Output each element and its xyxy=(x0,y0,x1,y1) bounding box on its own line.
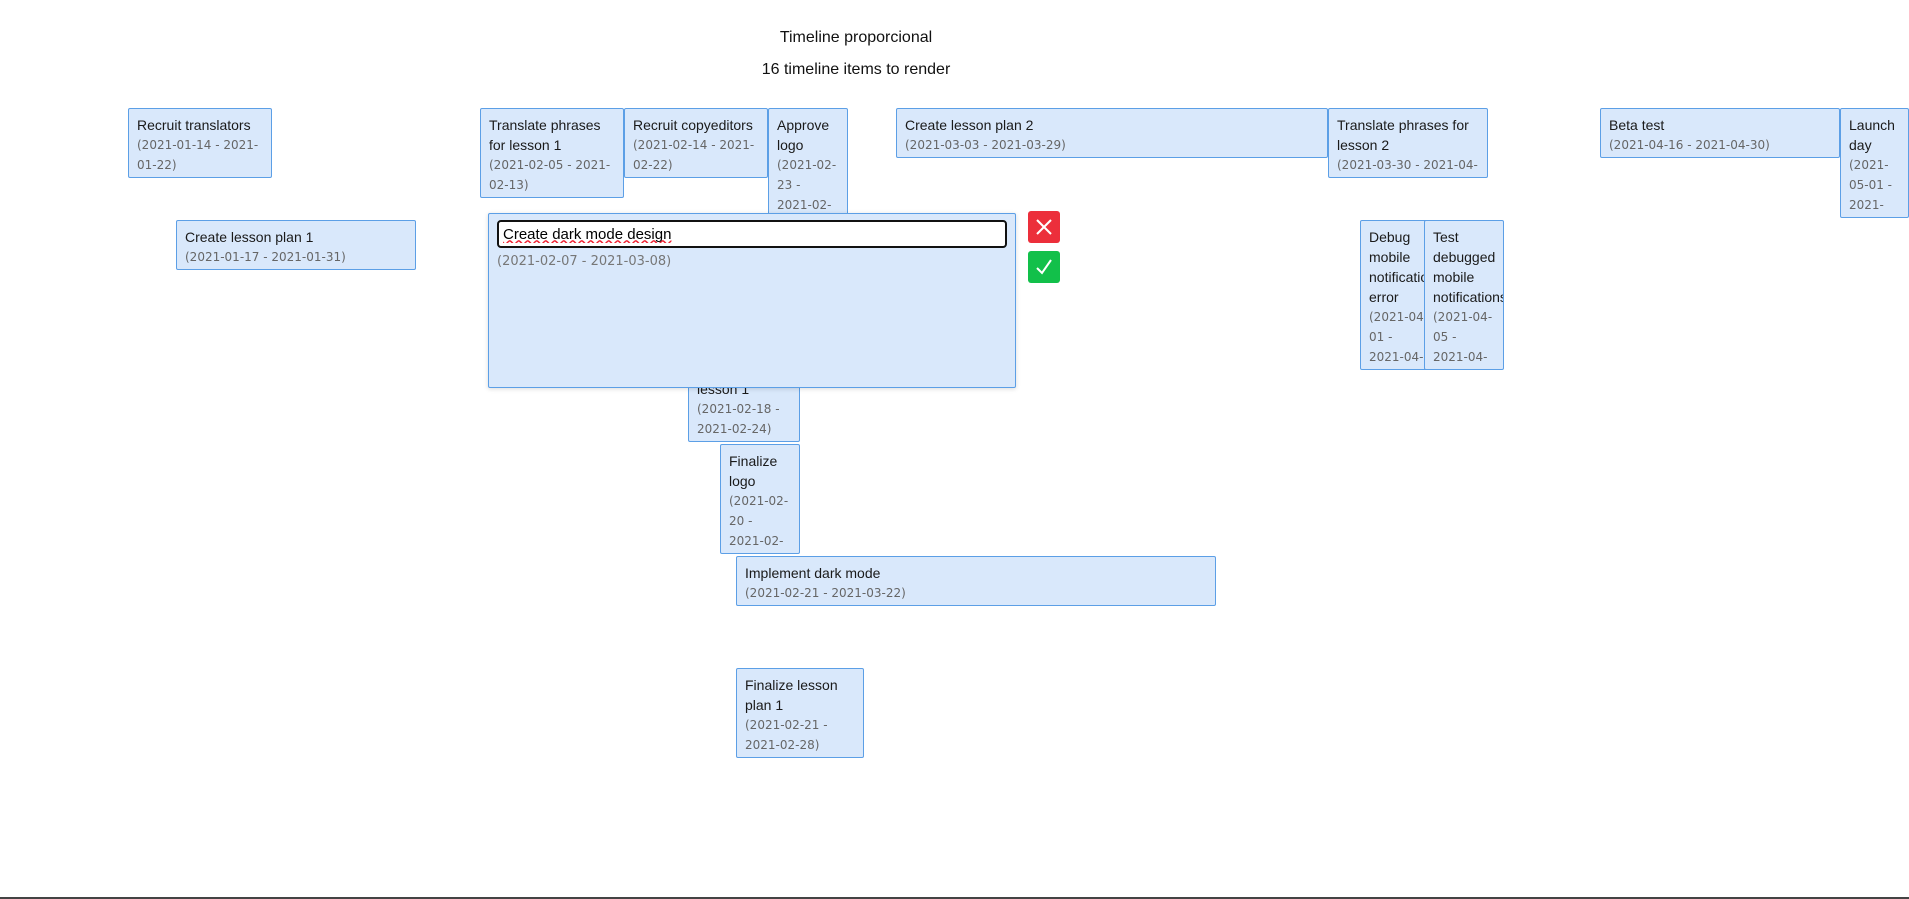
item-dates: (2021-03-30 - 2021-04-08) xyxy=(1337,158,1478,172)
item-dates: (2021-03-03 - 2021-03-29) xyxy=(905,138,1066,152)
item-name: Create lesson plan 2 xyxy=(905,117,1034,133)
timeline-item-beta-test[interactable]: Beta test (2021-04-16 - 2021-04-30) xyxy=(1600,108,1840,158)
bottom-divider xyxy=(0,897,1909,899)
item-name: Beta test xyxy=(1609,117,1665,133)
item-dates: (2021-04-05 - 2021-04-06) xyxy=(1433,310,1493,364)
timeline-item-approve-logo[interactable]: Approve logo (2021-02-23 - 2021-02-23) xyxy=(768,108,848,218)
item-name: Translate phrases for lesson 1 xyxy=(489,117,601,153)
item-dates: (2021-02-07 - 2021-03-08) xyxy=(497,254,672,269)
item-name: Launch day xyxy=(1849,117,1895,153)
item-name: Test debugged mobile notifications xyxy=(1433,229,1504,305)
timeline-item-implement-dark-mode[interactable]: Implement dark mode (2021-02-21 - 2021-0… xyxy=(736,556,1216,606)
item-dates: (2021-01-14 - 2021-01-22) xyxy=(137,138,259,172)
item-dates: (2021-02-21 - 2021-02-28) xyxy=(745,718,828,752)
item-dates: (2021-02-23 - 2021-02-23) xyxy=(777,158,837,212)
item-dates: (2021-02-14 - 2021-02-22) xyxy=(633,138,755,172)
page-title: Timeline proporcional xyxy=(779,29,933,46)
item-name: Recruit translators xyxy=(137,117,251,133)
item-name: Translate phrases for lesson 2 xyxy=(1337,117,1469,153)
item-dates: (2021-01-17 - 2021-01-31) xyxy=(185,250,346,264)
timeline-item-create-lesson-plan-2[interactable]: Create lesson plan 2 (2021-03-03 - 2021-… xyxy=(896,108,1328,158)
item-name: Debug mobile notification error xyxy=(1369,229,1436,305)
item-name: Implement dark mode xyxy=(745,565,881,581)
close-icon xyxy=(1036,219,1052,235)
item-name: Finalize lesson plan 1 xyxy=(745,677,838,713)
timeline-item-finalize-logo[interactable]: Finalize logo (2021-02-20 - 2021-02-22) xyxy=(720,444,800,554)
timeline-item-finalize-lesson-plan-1[interactable]: Finalize lesson plan 1 (2021-02-21 - 202… xyxy=(736,668,864,758)
item-name: Create lesson plan 1 xyxy=(185,229,314,245)
confirm-edit-button[interactable] xyxy=(1028,251,1060,283)
timeline-item-launch-day[interactable]: Launch day (2021-05-01 - 2021-05-01) xyxy=(1840,108,1909,218)
item-dates: (2021-02-05 - 2021-02-13) xyxy=(489,158,611,192)
item-dates: (2021-05-01 - 2021-05-01) xyxy=(1849,158,1893,212)
item-name: Approve logo xyxy=(777,117,830,153)
timeline-item-recruit-copyeditors[interactable]: Recruit copyeditors (2021-02-14 - 2021-0… xyxy=(624,108,768,178)
item-name: Finalize logo xyxy=(729,453,778,489)
timeline-item-editing[interactable]: (2021-02-07 - 2021-03-08) xyxy=(488,213,1016,388)
item-name: Recruit copyeditors xyxy=(633,117,753,133)
timeline-item-translate-phrases-lesson-1[interactable]: Translate phrases for lesson 1 (2021-02-… xyxy=(480,108,624,198)
item-name-input[interactable] xyxy=(497,220,1007,248)
items-count-text: 16 timeline items to render xyxy=(761,61,951,78)
timeline-item-test-debugged-notifications[interactable]: Test debugged mobile notifications (2021… xyxy=(1424,220,1504,370)
item-dates: (2021-04-16 - 2021-04-30) xyxy=(1609,138,1770,152)
cancel-edit-button[interactable] xyxy=(1028,211,1060,243)
item-dates: (2021-02-18 - 2021-02-24) xyxy=(697,402,780,436)
timeline-item-recruit-translators[interactable]: Recruit translators (2021-01-14 - 2021-0… xyxy=(128,108,272,178)
timeline-item-translate-phrases-lesson-2[interactable]: Translate phrases for lesson 2 (2021-03-… xyxy=(1328,108,1488,178)
item-dates: (2021-02-20 - 2021-02-22) xyxy=(729,494,789,548)
check-icon xyxy=(1036,259,1052,275)
item-dates: (2021-02-21 - 2021-03-22) xyxy=(745,586,906,600)
timeline-item-create-lesson-plan-1[interactable]: Create lesson plan 1 (2021-01-17 - 2021-… xyxy=(176,220,416,270)
item-dates: (2021-04-01 - 2021-04-04) xyxy=(1369,310,1429,364)
